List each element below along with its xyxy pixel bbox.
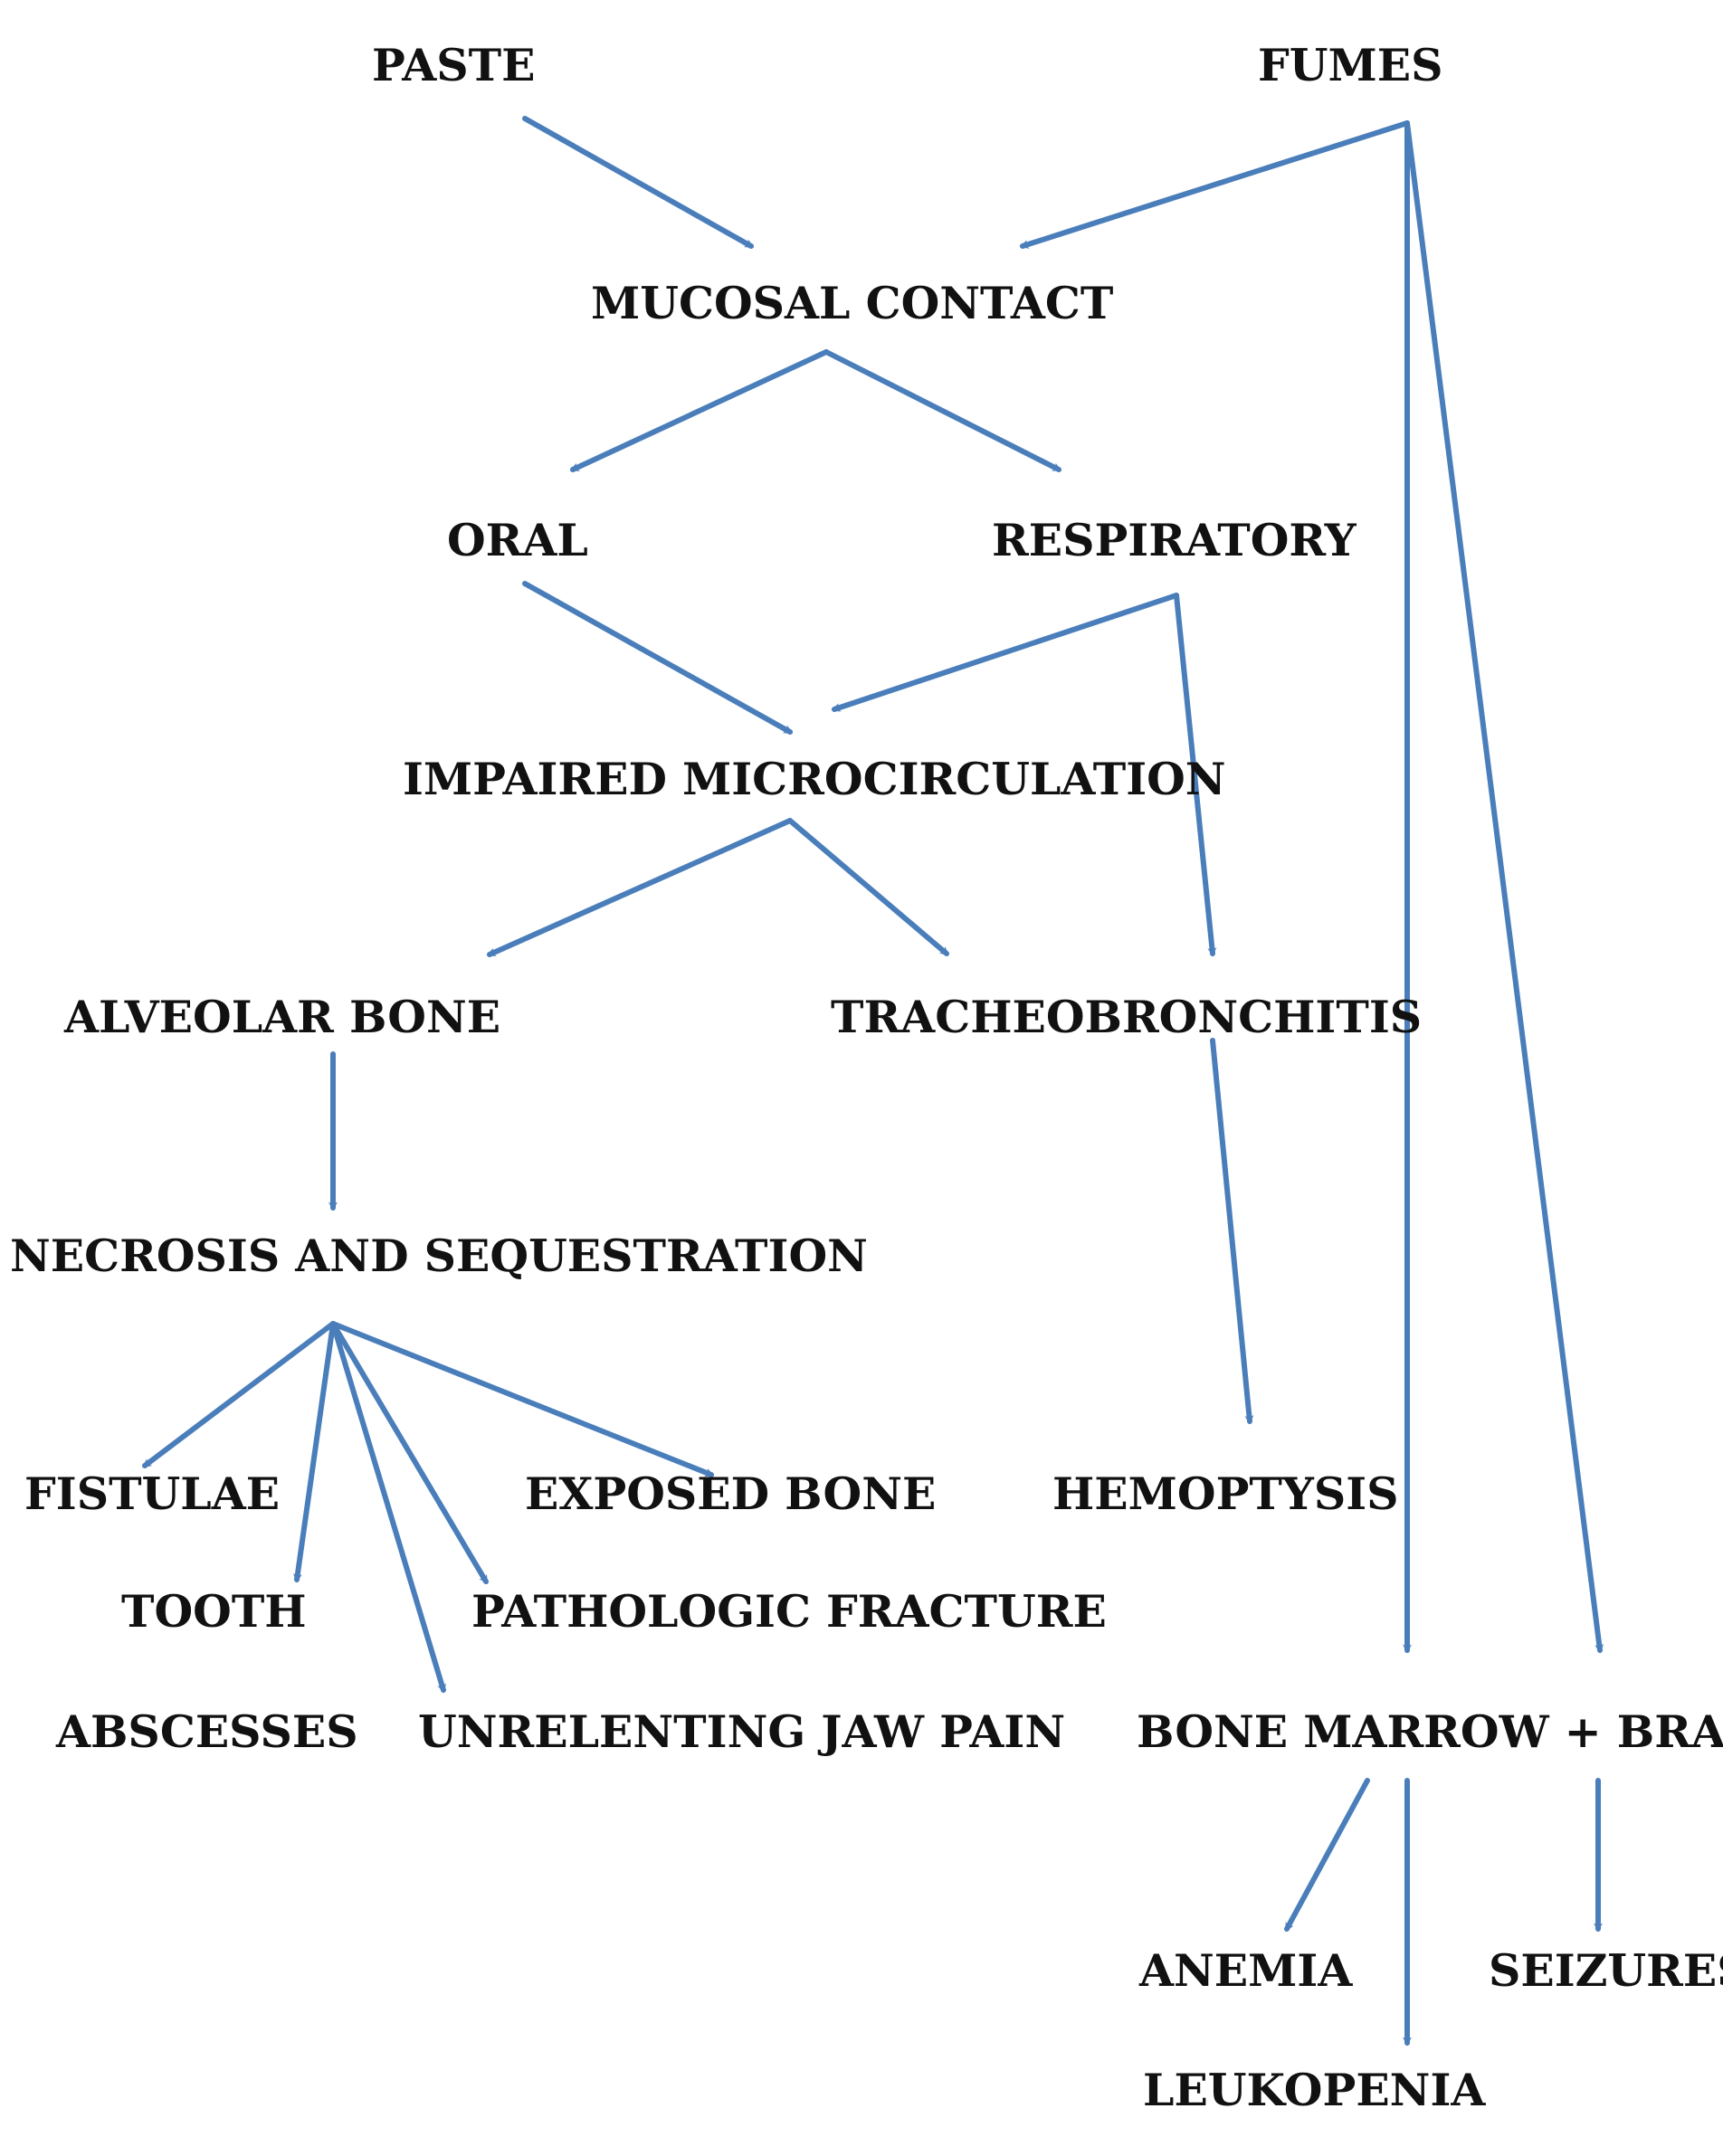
- node-oral: ORAL: [447, 514, 588, 566]
- arrow-necrosis-sequestration-to-pathologic-fracture: [330, 1321, 489, 1585]
- arrow-impaired-microcirculation-to-alveolar-bone: [486, 818, 793, 957]
- node-unrelenting-jaw-pain: UNRELENTING JAW PAIN: [418, 1705, 1066, 1758]
- arrow-necrosis-sequestration-to-fistulae: [142, 1321, 336, 1468]
- arrow-necrosis-sequestration-to-tooth: [292, 1321, 336, 1583]
- arrow-necrosis-sequestration-to-exposed-bone: [330, 1321, 715, 1477]
- arrow-fumes-to-bone-marrow-brain: [1404, 120, 1604, 1654]
- node-necrosis-sequestration: NECROSIS AND SEQUESTRATION: [10, 1230, 868, 1282]
- node-tooth: TOOTH: [121, 1585, 307, 1638]
- node-fistulae: FISTULAE: [24, 1467, 281, 1520]
- node-abscesses: ABSCESSES: [56, 1705, 358, 1758]
- node-respiratory: RESPIRATORY: [992, 514, 1357, 566]
- node-paste: PASTE: [372, 39, 536, 91]
- node-bone-marrow-brain: BONE MARROW + BRAIN: [1137, 1705, 1723, 1758]
- arrow-respiratory-to-impaired-microcirculation: [831, 593, 1179, 712]
- arrow-fumes-to-mucosal-contact: [1019, 120, 1410, 249]
- arrow-mucosal-contact-to-respiratory: [823, 349, 1062, 472]
- arrow-paste-to-mucosal-contact: [522, 116, 755, 249]
- node-pathologic-fracture: PATHOLOGIC FRACTURE: [471, 1585, 1107, 1638]
- node-alveolar-bone: ALVEOLAR BONE: [64, 991, 501, 1043]
- arrow-necrosis-sequestration-to-unrelenting-jaw-pain: [330, 1321, 446, 1694]
- node-tracheobronchitis: TRACHEOBRONCHITIS: [831, 991, 1423, 1043]
- node-leukopenia: LEUKOPENIA: [1143, 2064, 1486, 2116]
- arrow-impaired-microcirculation-to-tracheobronchitis: [787, 818, 949, 956]
- node-seizures: SEIZURES: [1489, 1944, 1723, 1997]
- arrow-tracheobronchitis-to-hemoptysis: [1210, 1038, 1254, 1425]
- node-anemia: ANEMIA: [1139, 1944, 1353, 1997]
- node-mucosal-contact: MUCOSAL CONTACT: [591, 277, 1114, 329]
- node-impaired-microcirculation: IMPAIRED MICROCIRCULATION: [403, 753, 1226, 805]
- node-fumes: FUMES: [1258, 39, 1443, 91]
- arrow-respiratory-to-tracheobronchitis: [1174, 593, 1217, 957]
- arrow-mucosal-contact-to-oral: [569, 349, 829, 472]
- node-exposed-bone: EXPOSED BONE: [525, 1467, 937, 1520]
- arrow-bone-marrow-brain-to-anemia: [1284, 1778, 1370, 1933]
- node-hemoptysis: HEMOPTYSIS: [1052, 1467, 1399, 1520]
- arrow-oral-to-impaired-microcirculation: [522, 581, 794, 735]
